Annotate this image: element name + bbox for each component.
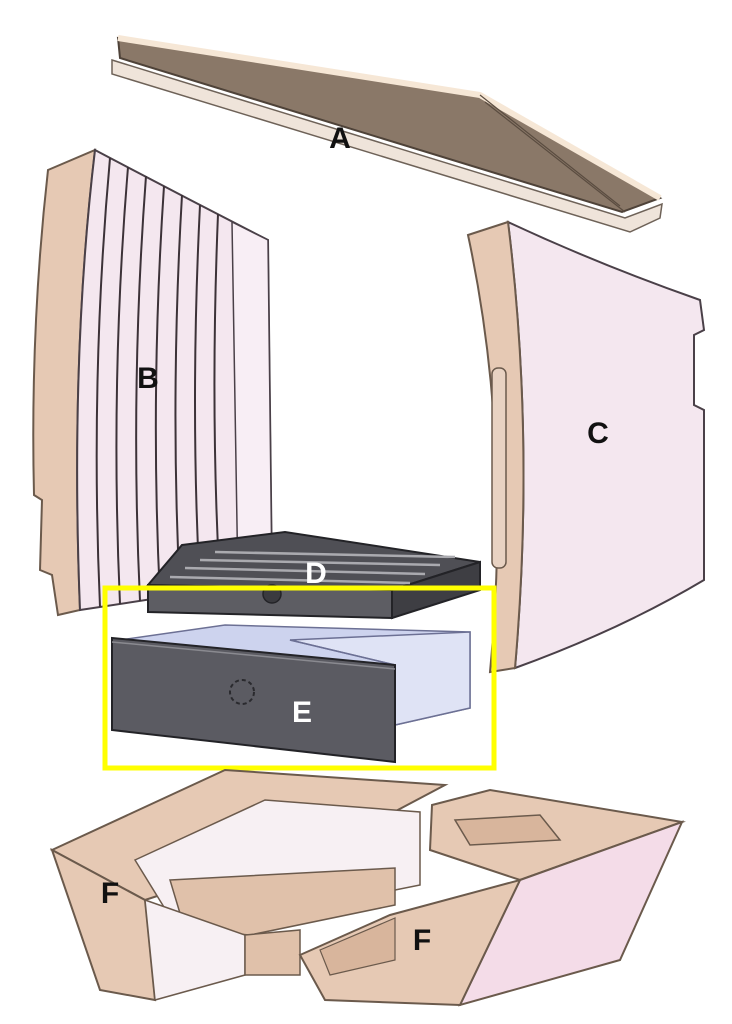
part-d-bars [169,550,456,585]
part-b-face [76,148,274,612]
part-f-right-base: F [298,788,686,1007]
part-c-groove [491,367,507,569]
part-f-right-slot [453,814,562,846]
part-a-top-plate: A [111,35,663,233]
part-f-right-label: F [413,924,431,957]
part-b-ribs [95,157,221,608]
part-f-left-base: F [49,768,449,1002]
part-f-left-label: F [101,877,119,910]
part-a-face [116,36,663,214]
part-a-label: A [329,122,351,155]
part-e-ash-drawer: E [111,624,471,764]
part-f-right-front [298,878,522,1007]
part-a-rim [111,58,663,233]
part-d-label: D [305,557,327,590]
highlight-box [102,585,497,771]
part-d-grate: D [145,530,481,620]
part-c-right-panel: C [466,220,706,674]
part-e-front [111,636,396,764]
part-c-label: C [587,417,609,450]
part-b-label: B [137,362,159,395]
part-e-label: E [292,696,312,729]
part-e-knob [229,679,255,705]
